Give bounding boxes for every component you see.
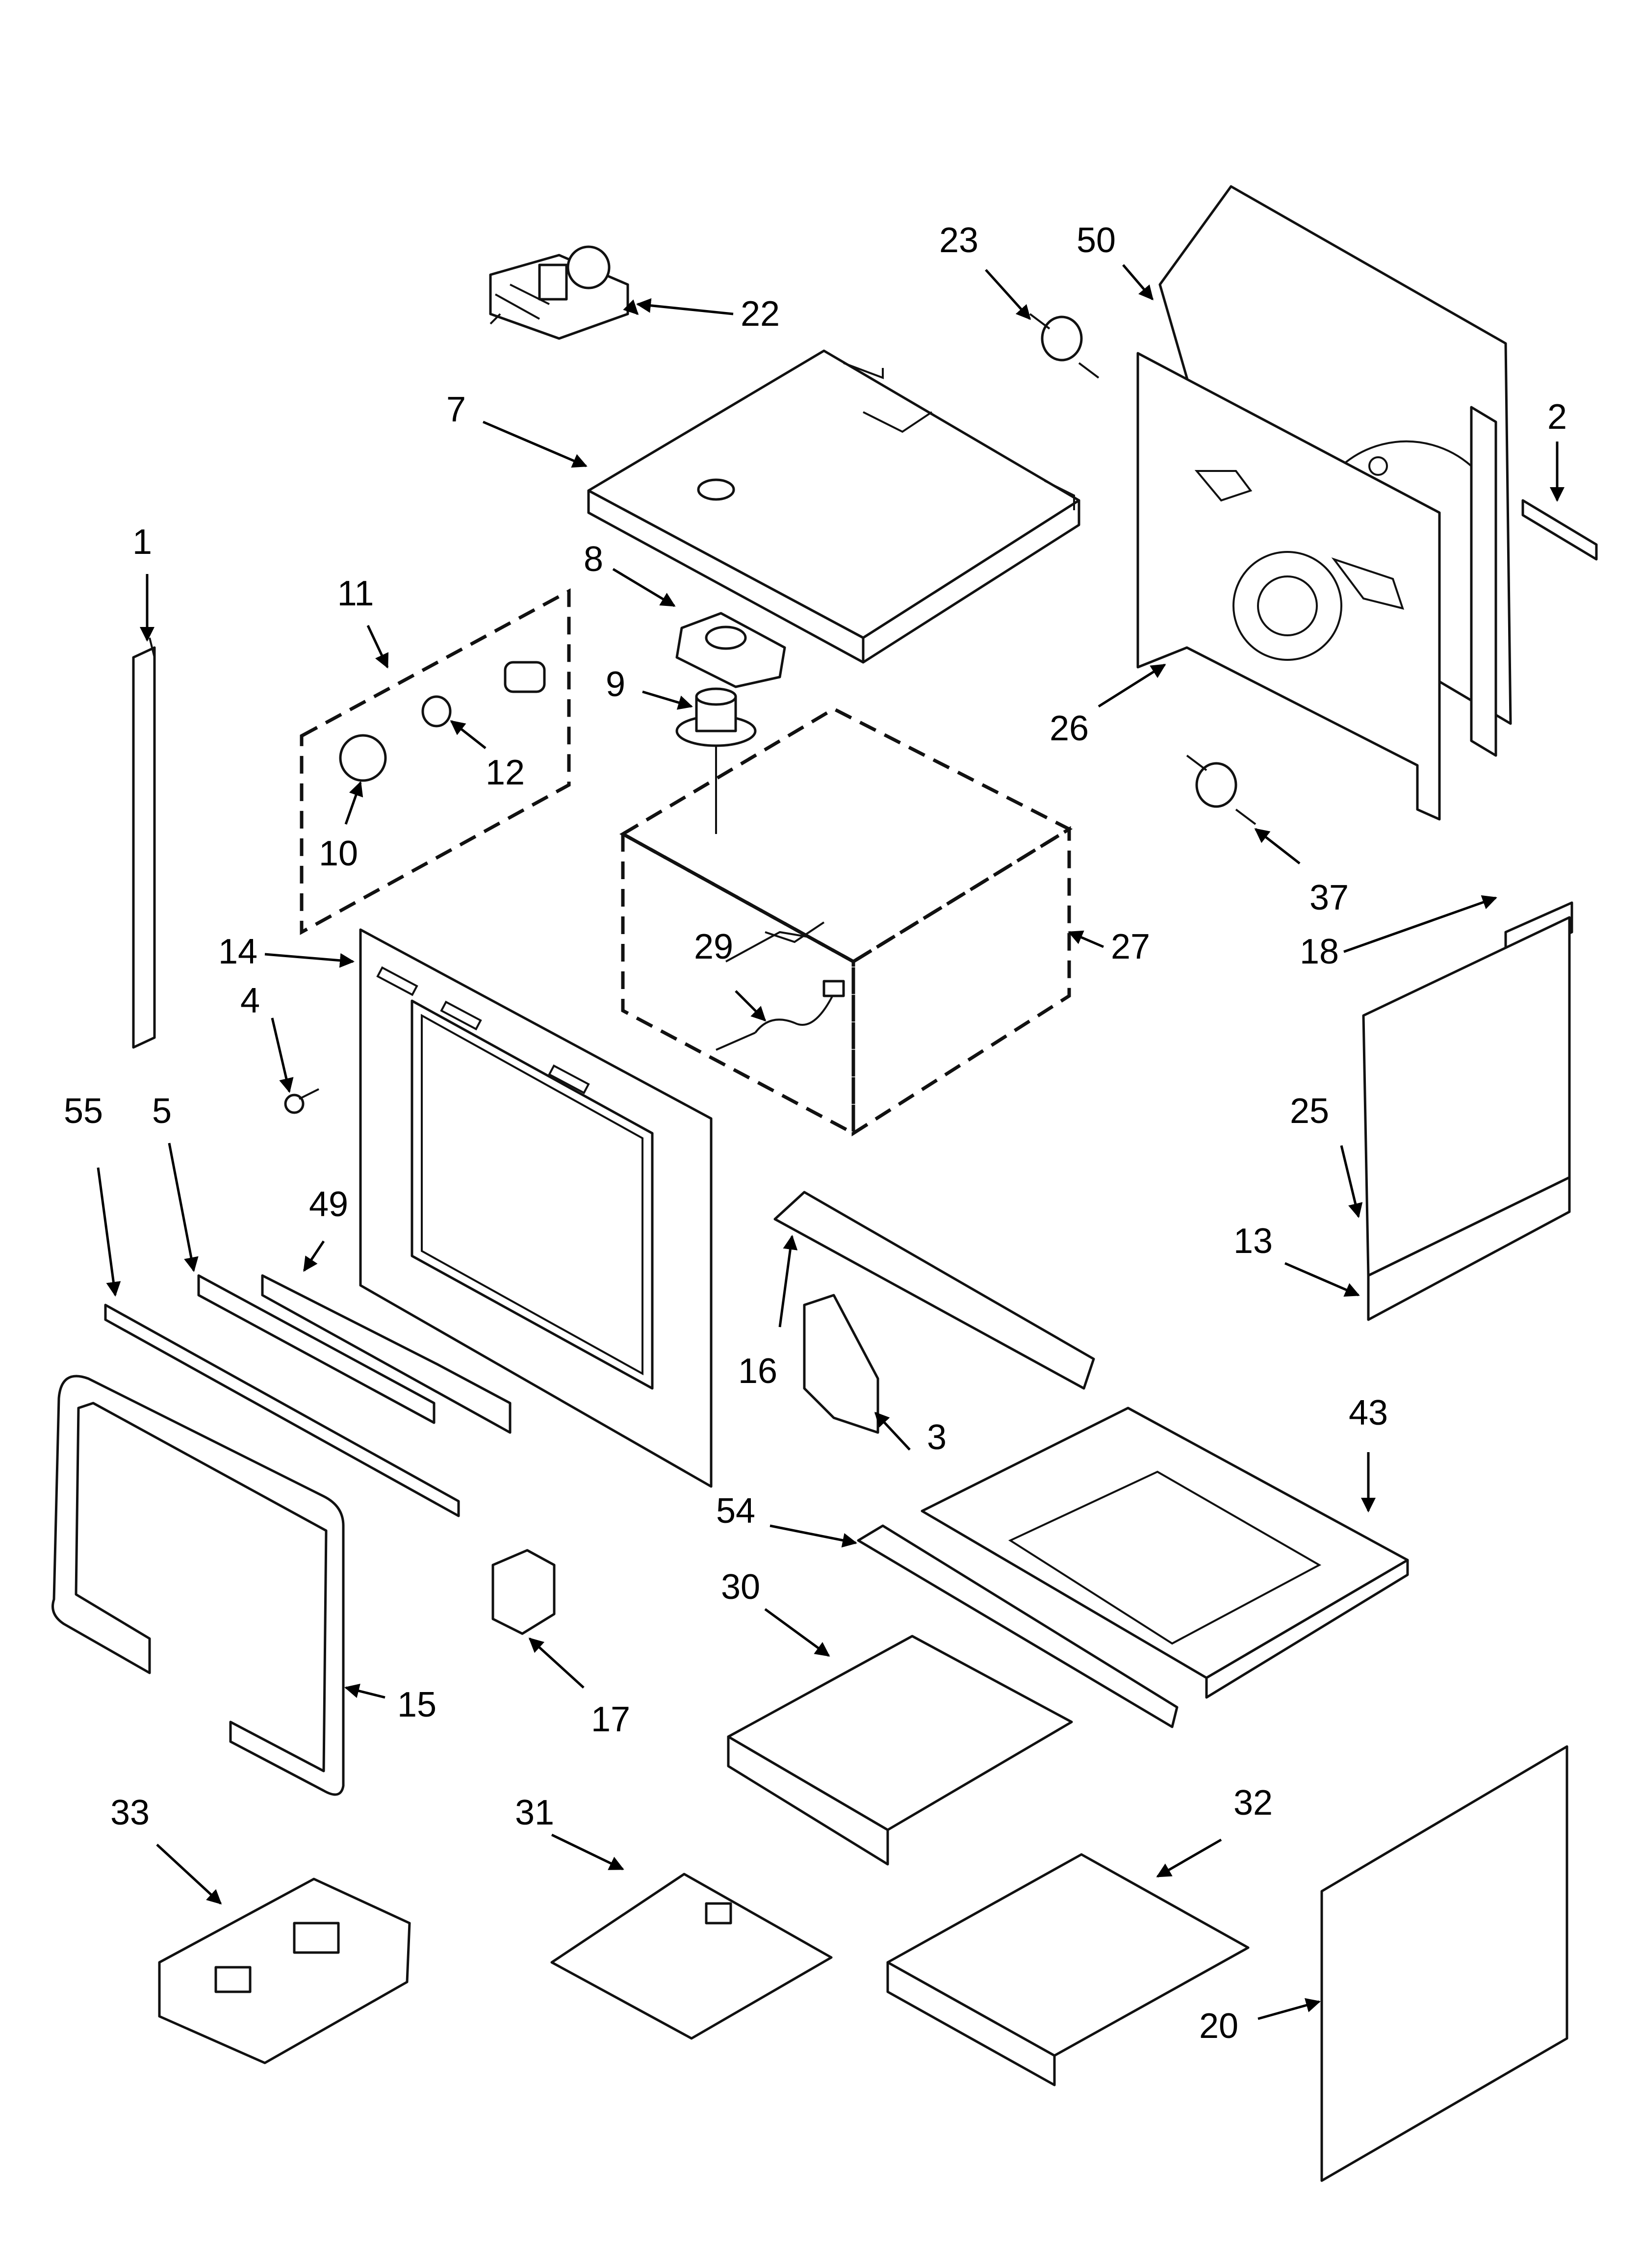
part-17-clip bbox=[491, 1549, 556, 1635]
callout-49: 49 bbox=[309, 1185, 348, 1224]
callout-3: 3 bbox=[927, 1418, 947, 1457]
callout-29: 29 bbox=[694, 927, 733, 966]
part-54-strip bbox=[857, 1524, 1179, 1728]
part-4-screw bbox=[284, 1088, 319, 1114]
part-16-angle bbox=[773, 1191, 1095, 1390]
callout-20: 20 bbox=[1199, 2007, 1238, 2046]
callout-13: 13 bbox=[1233, 1222, 1273, 1261]
callout-10: 10 bbox=[319, 834, 358, 873]
part-26-element-shield bbox=[1136, 352, 1441, 821]
callout-labels: 1 2 3 4 5 7 8 9 10 11 12 13 14 15 16 17 … bbox=[64, 221, 1567, 2046]
callout-14: 14 bbox=[218, 932, 257, 971]
part-32-tray bbox=[886, 1853, 1250, 2086]
callout-33: 33 bbox=[110, 1793, 150, 1832]
callout-8: 8 bbox=[584, 540, 603, 579]
part-20-side-wall bbox=[1320, 1745, 1568, 2182]
callout-15: 15 bbox=[397, 1685, 436, 1724]
callout-27: 27 bbox=[1111, 927, 1150, 966]
part-15-door-gasket bbox=[51, 1375, 345, 1796]
callout-16: 16 bbox=[738, 1352, 777, 1391]
part-31-plate bbox=[550, 1873, 833, 2040]
callout-11: 11 bbox=[337, 574, 374, 613]
part-33-control-board bbox=[158, 1877, 411, 2064]
callout-25: 25 bbox=[1290, 1092, 1329, 1131]
part-22-switch-assembly bbox=[489, 245, 629, 340]
callout-30: 30 bbox=[721, 1567, 760, 1607]
part-23-limit-switch bbox=[1029, 313, 1100, 379]
callout-2: 2 bbox=[1547, 397, 1567, 437]
part-43-oven-bottom bbox=[921, 1407, 1409, 1699]
part-29-sensor bbox=[716, 980, 845, 1051]
part-11-light-assembly-group bbox=[300, 588, 571, 935]
part-50-side-strip bbox=[1470, 406, 1497, 757]
callout-26: 26 bbox=[1050, 709, 1089, 748]
callout-1: 1 bbox=[132, 522, 152, 562]
part-30-panel bbox=[727, 1635, 1073, 1866]
callout-43: 43 bbox=[1349, 1393, 1388, 1433]
part-37-limit-switch bbox=[1186, 755, 1257, 825]
callout-17: 17 bbox=[591, 1700, 630, 1739]
callout-54: 54 bbox=[716, 1491, 755, 1531]
part-55-rail bbox=[104, 1303, 460, 1517]
part-5-strip bbox=[197, 1274, 436, 1424]
part-3-bracket bbox=[803, 1294, 879, 1434]
callout-4: 4 bbox=[240, 981, 260, 1020]
part-1-vertical-strip bbox=[132, 637, 156, 1049]
callout-18: 18 bbox=[1300, 932, 1339, 971]
part-49-baffle bbox=[261, 1274, 512, 1434]
callout-22: 22 bbox=[741, 294, 780, 334]
part-2-rail bbox=[1521, 499, 1598, 561]
callout-23: 23 bbox=[939, 221, 978, 260]
callout-37: 37 bbox=[1309, 878, 1349, 917]
callout-9: 9 bbox=[606, 665, 625, 704]
callout-50: 50 bbox=[1077, 221, 1116, 260]
part-27-oven-cavity bbox=[619, 707, 1073, 1137]
callout-7: 7 bbox=[446, 390, 466, 429]
part-13-trim bbox=[1367, 1176, 1571, 1321]
callout-31: 31 bbox=[515, 1793, 554, 1832]
part-7-top-panel bbox=[587, 349, 1080, 664]
leader-lines bbox=[97, 264, 1565, 2020]
callout-5: 5 bbox=[152, 1092, 172, 1131]
part-8-bracket bbox=[675, 612, 786, 688]
part-9-fan-motor bbox=[675, 687, 757, 834]
callout-32: 32 bbox=[1233, 1783, 1273, 1823]
callout-55: 55 bbox=[64, 1092, 103, 1131]
callout-12: 12 bbox=[486, 753, 525, 792]
part-14-front-frame bbox=[359, 928, 713, 1488]
